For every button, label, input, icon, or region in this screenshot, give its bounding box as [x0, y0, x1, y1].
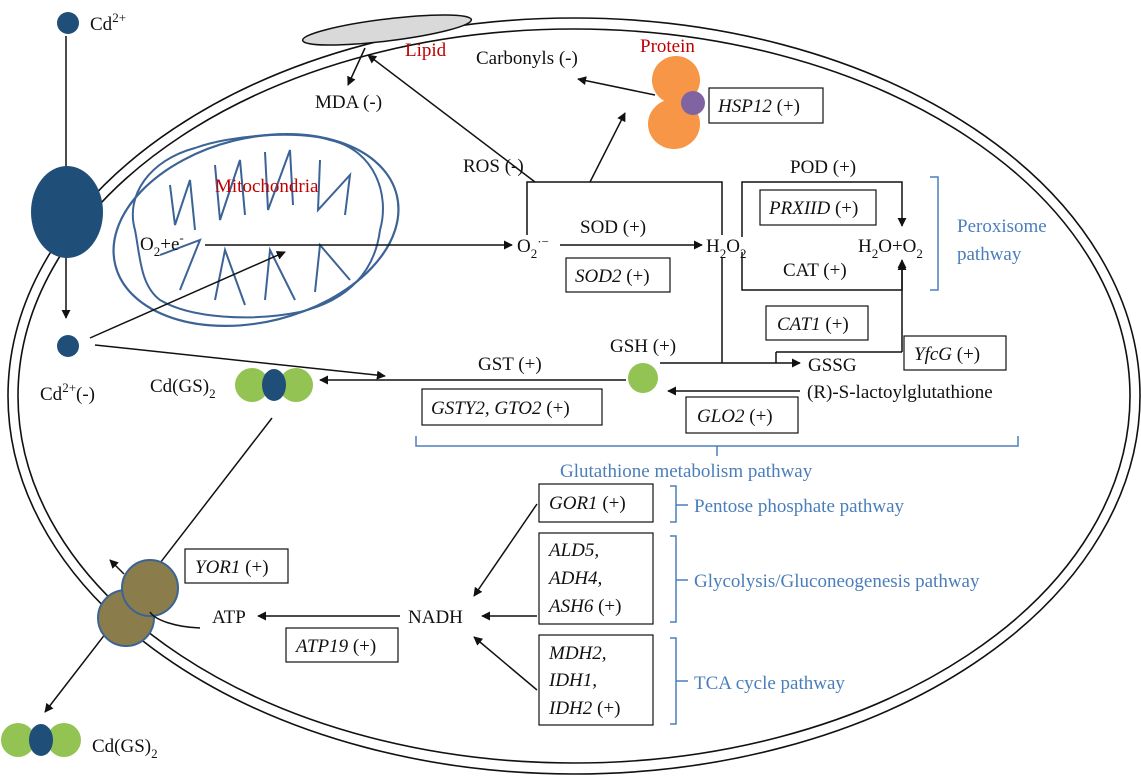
cd-to-mito-arrow — [89, 251, 286, 339]
pod-arrow — [741, 181, 907, 237]
prxiid-text: PRXIID (+) — [768, 198, 858, 219]
cell-outer-membrane — [7, 17, 1141, 775]
peroxisome-bracket — [930, 176, 939, 291]
glutathione-bracket — [415, 436, 1019, 456]
tca-label: TCA cycle pathway — [694, 673, 845, 694]
cdgs-cd-center — [262, 369, 286, 401]
cat-label: CAT (+) — [783, 260, 847, 281]
sod2-text: SOD2 (+) — [575, 266, 650, 287]
yor1-transporter-upper — [121, 559, 179, 617]
hsp12-text: HSP12 (+) — [717, 96, 800, 117]
yor1-text: YOR1 (+) — [195, 557, 269, 578]
atp19-text: ATP19 (+) — [294, 636, 376, 657]
protein-label: Protein — [640, 36, 695, 57]
cdgs-inside-label: Cd(GS)2 — [150, 376, 216, 401]
gor1-to-nadh-arrow — [473, 503, 538, 597]
mdh2-gene3-line: IDH2 (+) — [548, 698, 620, 719]
pod-label: POD (+) — [790, 157, 856, 178]
cd-ion-inside — [57, 335, 79, 357]
gssg-arrow — [722, 352, 801, 368]
cd-to-gst-arrow — [94, 344, 386, 380]
cat1-text: CAT1 (+) — [777, 314, 849, 335]
cd-inside-label: Cd2+(-) — [40, 380, 95, 405]
pentose-label: Pentose phosphate pathway — [694, 496, 905, 517]
cell-inner-membrane — [17, 28, 1131, 764]
mdh2-gene1: MDH2, — [548, 643, 607, 664]
atp19-box — [285, 627, 399, 663]
carbonyls-label: Carbonyls (-) — [476, 48, 578, 69]
transporter-out-arrow — [109, 559, 125, 575]
protein-to-carbonyls-arrow — [577, 76, 656, 96]
lipid-label: Lipid — [405, 40, 447, 61]
atp-label: ATP — [212, 607, 246, 628]
lactoyl-label: (R)-S-lactoylglutathione — [807, 382, 993, 403]
glo2-box — [685, 396, 799, 434]
ald5-gene2: ADH4, — [547, 568, 602, 589]
tca-bracket — [670, 637, 688, 725]
mda-label: MDA (-) — [315, 92, 382, 113]
gor1-text: GOR1 (+) — [549, 493, 626, 514]
glycolysis-label: Glycolysis/Gluconeogenesis pathway — [694, 571, 980, 592]
gsty2-text: GSTY2, GTO2 (+) — [431, 398, 570, 419]
ros-to-protein-arrow — [589, 112, 626, 183]
ald5-gene1: ALD5, — [547, 540, 599, 561]
mdh2-box — [538, 634, 654, 726]
cd-transporter — [31, 166, 103, 258]
mdh2-to-nadh-arrow — [473, 636, 538, 691]
glutathione-pathway-label: Glutathione metabolism pathway — [560, 461, 813, 482]
cdgs-out-cd-center — [29, 724, 53, 756]
atp-to-transporter-line — [149, 611, 201, 629]
lipid-to-mda-arrow — [347, 47, 366, 86]
gst-label: GST (+) — [478, 354, 542, 375]
mitochondria-label: Mitochondria — [215, 176, 319, 197]
cdgs-out-gsh-left — [1, 723, 35, 757]
nadh-label: NADH — [408, 607, 463, 628]
cdgs-gsh-right — [279, 368, 313, 402]
gsh-label: GSH (+) — [610, 336, 676, 357]
protein-shape-top — [652, 56, 700, 104]
o2-electron-label: O2+e- — [140, 230, 184, 259]
yor1-box — [184, 548, 289, 584]
ald5-box — [538, 532, 654, 625]
gor1-box — [538, 483, 654, 523]
mitochondria-outer — [112, 132, 400, 328]
superoxide-label: O2·− — [517, 234, 549, 261]
ald5-gene3-line: ASH6 (+) — [547, 596, 621, 617]
gsty2-box — [421, 388, 603, 426]
ros-to-lipid-arrow — [367, 54, 536, 183]
gsh-circle — [628, 363, 658, 393]
yfcg-box — [903, 335, 1007, 371]
cat1-box — [765, 305, 869, 341]
mdh2-gene2: IDH1, — [548, 670, 597, 691]
ros-bracket — [526, 181, 723, 235]
hsp12-box — [708, 87, 824, 124]
peroxisome-label-1: Peroxisome — [957, 216, 1047, 237]
gssg-label: GSSG — [808, 355, 857, 376]
cd-top-label: Cd2+ — [90, 10, 126, 35]
cdgs-out-gsh-right — [47, 723, 81, 757]
hsp12-dot — [681, 91, 705, 115]
glycolysis-bracket — [670, 535, 688, 623]
yfcg-text: YfcG (+) — [914, 344, 980, 365]
cd-ion-top — [57, 12, 79, 34]
lipid-shape — [301, 14, 473, 46]
pentose-bracket — [670, 485, 688, 523]
prxiid-box — [759, 189, 877, 226]
cdgs-gsh-left — [235, 368, 269, 402]
cdgs-outside-label: Cd(GS)2 — [92, 736, 158, 761]
peroxisome-label-2: pathway — [957, 244, 1022, 265]
glo2-text: GLO2 (+) — [697, 406, 773, 427]
sod-label: SOD (+) — [580, 217, 646, 238]
sod2-box — [565, 257, 671, 293]
h2o2-label: H2O2 — [706, 236, 746, 261]
h2o-o2-label: H2O+O2 — [858, 236, 923, 261]
